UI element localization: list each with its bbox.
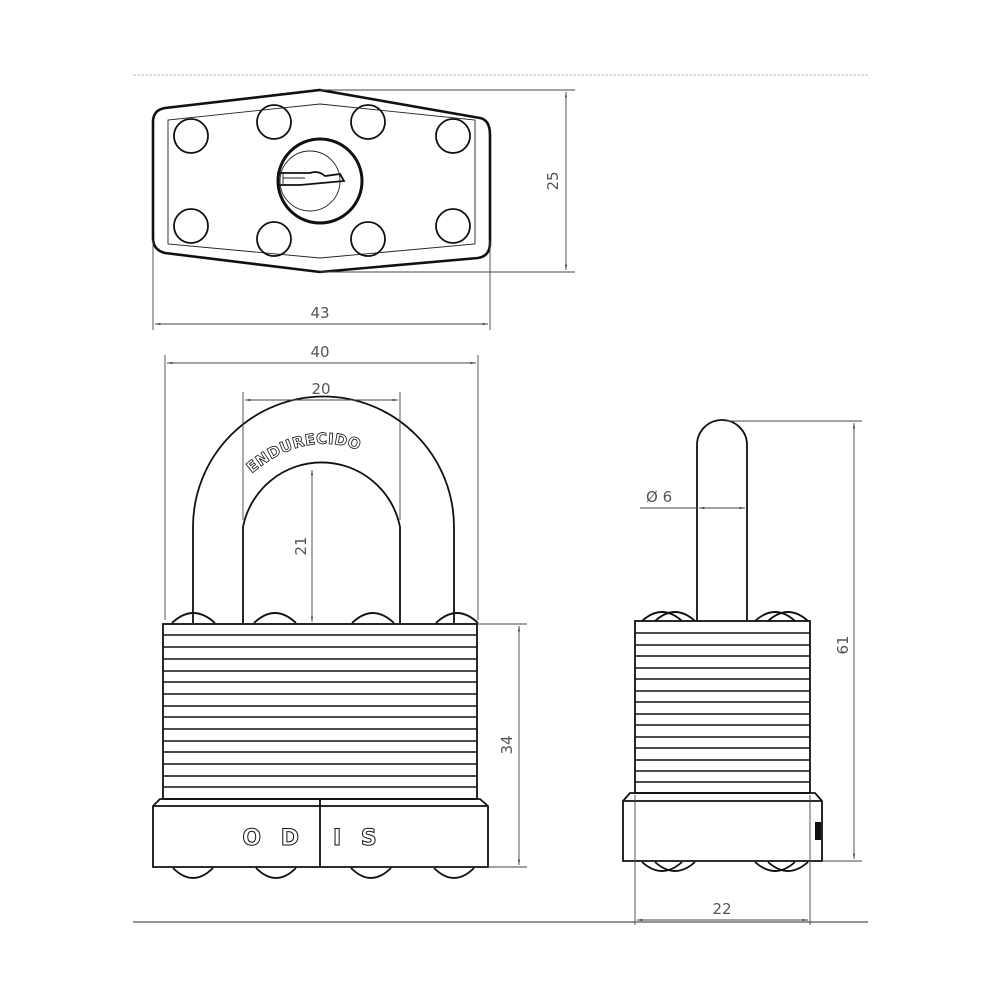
shackle-diameter-dim: Ø 6 (646, 488, 672, 506)
total-height-dim: 61 (834, 635, 852, 654)
keyhole-icon (276, 137, 364, 225)
brand-left: O D (242, 826, 305, 851)
front-view: ENDURECIDO O D I S (152, 343, 527, 879)
front-width-dim: 40 (310, 343, 329, 361)
shackle-width-dim: 20 (311, 380, 330, 398)
keyway-slot (815, 822, 821, 840)
brand-right: I S (333, 826, 383, 851)
shackle-engraving: ENDURECIDO (243, 430, 363, 477)
top-height-dim: 25 (544, 171, 562, 190)
rivet-holes (173, 104, 471, 257)
body-depth-dim: 22 (712, 900, 731, 918)
top-width-dim: 43 (310, 304, 329, 322)
laminations (163, 634, 477, 788)
body-height-dim: 34 (498, 735, 516, 754)
shackle-clearance-dim: 21 (292, 536, 310, 555)
top-view: 25 43 (151, 88, 575, 330)
side-view: Ø 6 61 22 (622, 419, 862, 925)
